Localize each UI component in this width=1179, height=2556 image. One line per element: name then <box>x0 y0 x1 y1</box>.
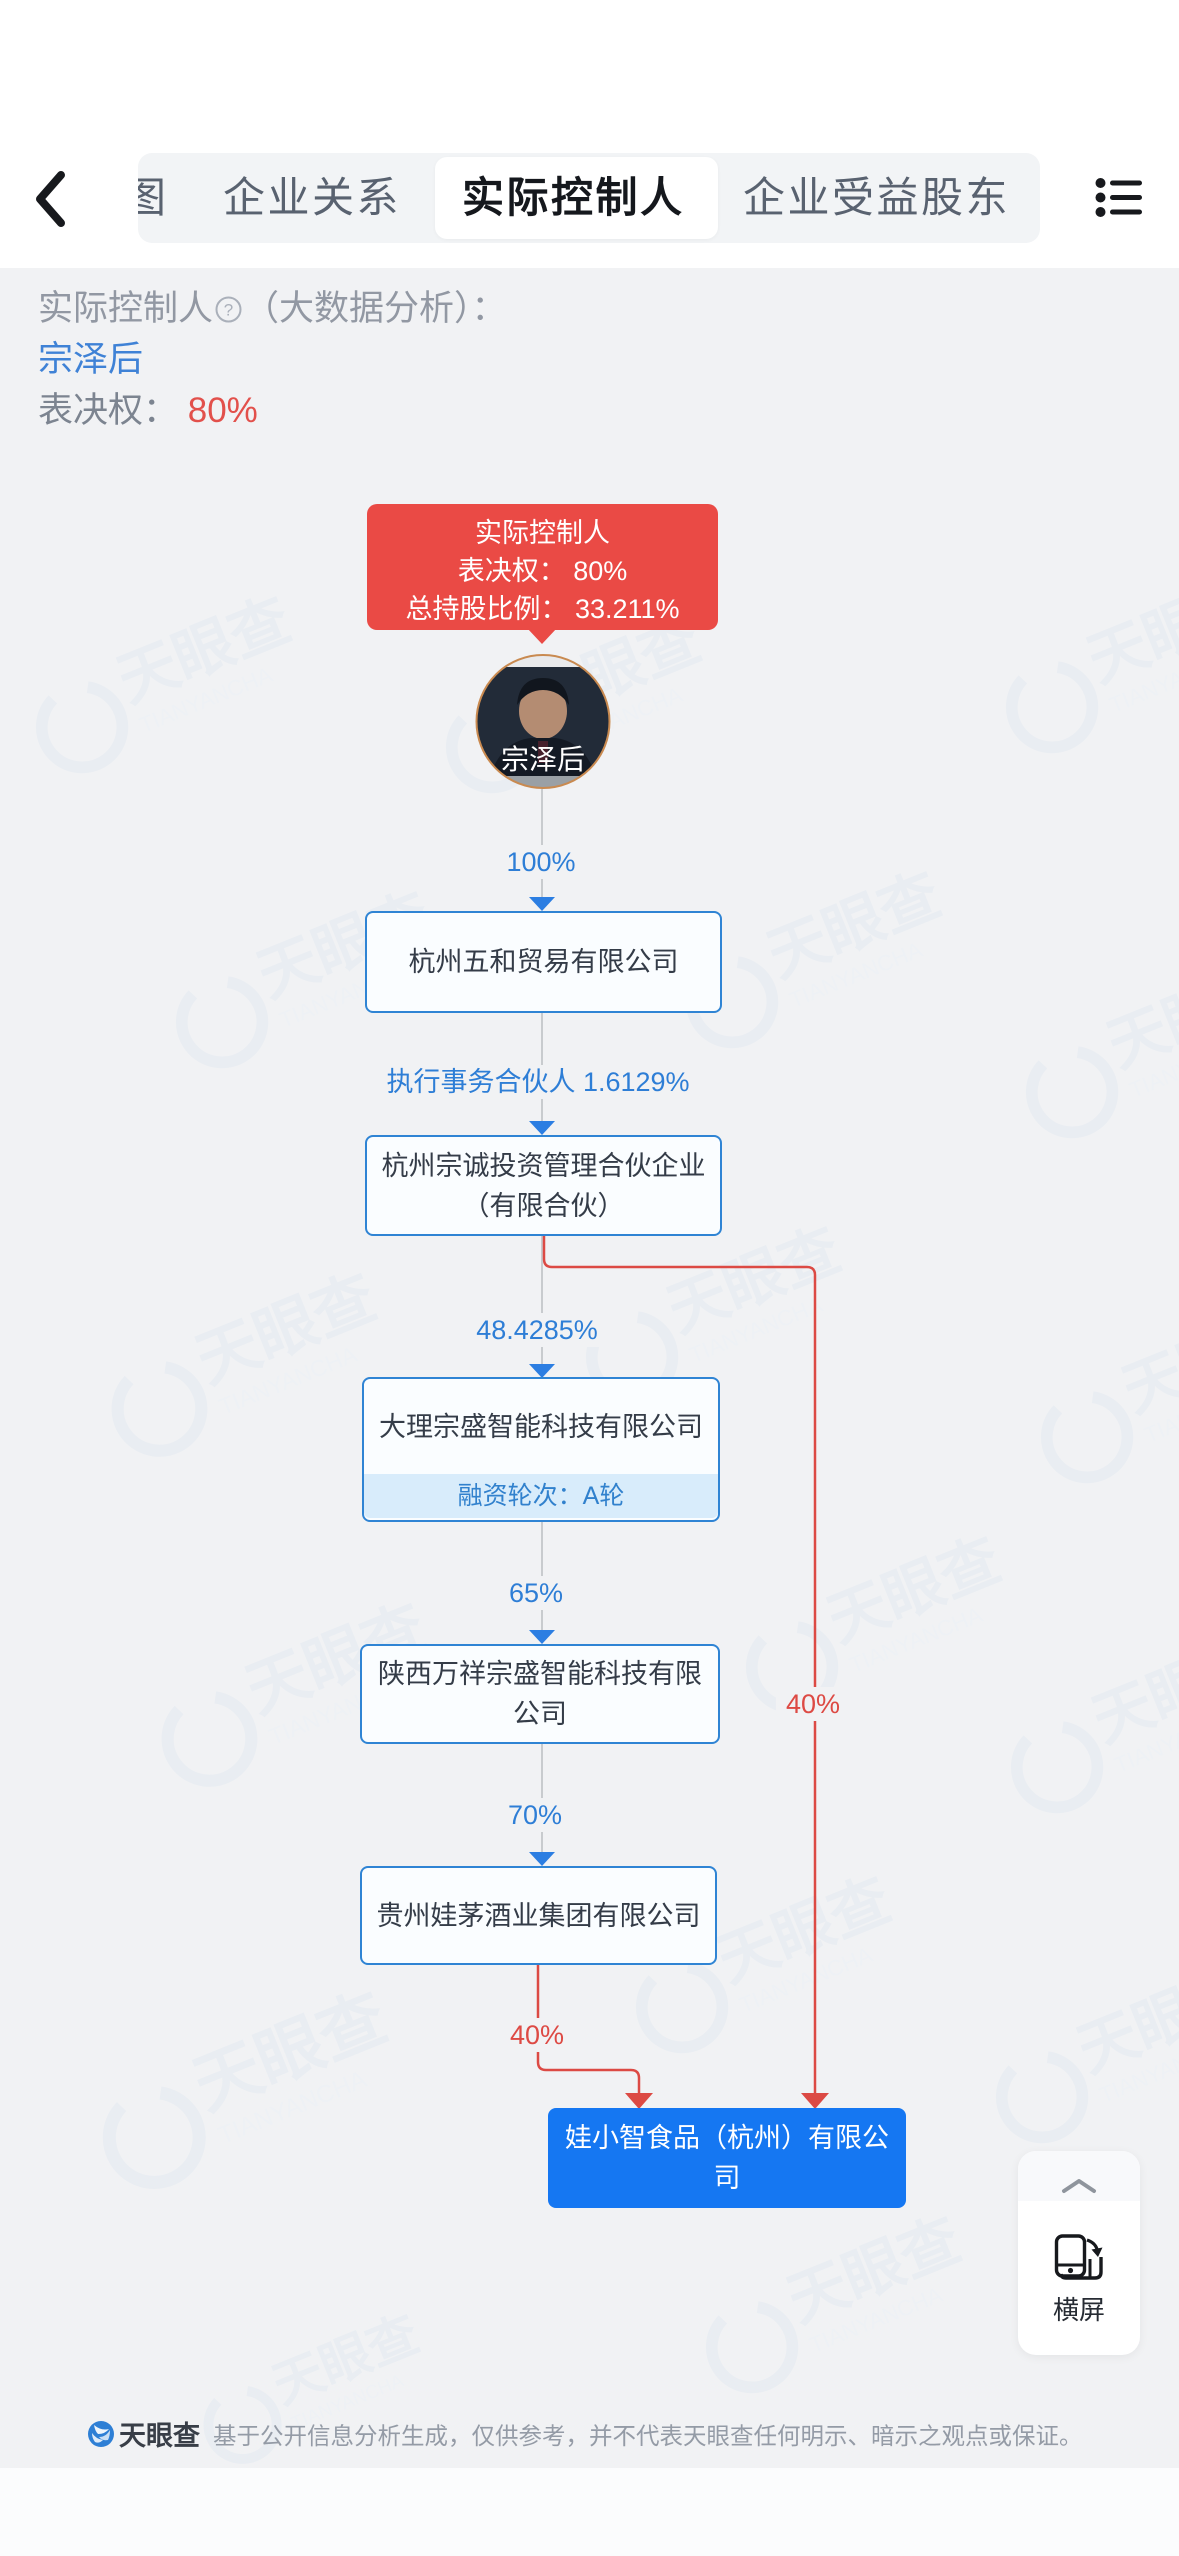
svg-text:宗泽后: 宗泽后 <box>501 744 585 775</box>
svg-text:?: ? <box>224 301 233 320</box>
